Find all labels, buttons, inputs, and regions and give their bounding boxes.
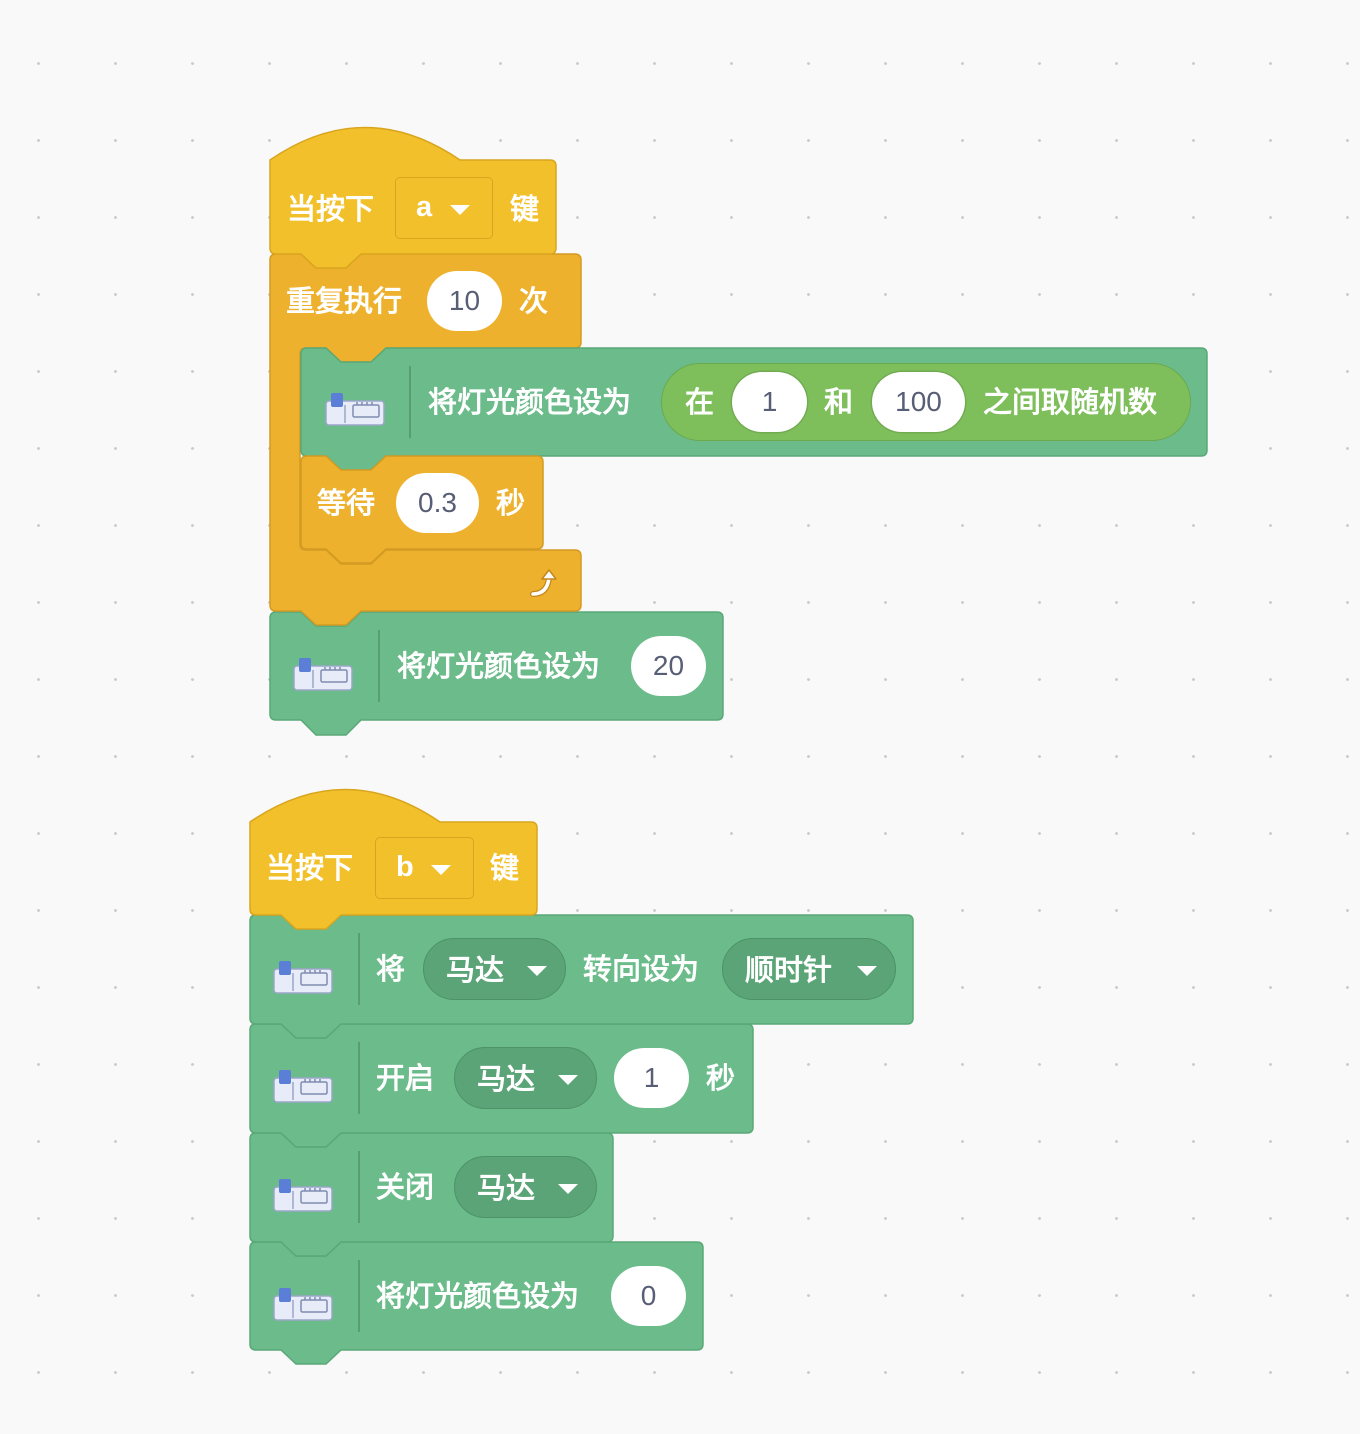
loop-arrow-icon <box>530 569 557 597</box>
random-operator[interactable]: 在 1 和 100 之间取随机数 <box>661 363 1191 441</box>
set-direction-label: 将 <box>376 952 406 986</box>
pin-board-icon <box>273 1288 333 1321</box>
pin-board-icon <box>273 961 333 994</box>
random-to-input[interactable]: 100 <box>872 372 965 432</box>
set-light-label: 将灯光颜色设为 <box>428 385 632 419</box>
random-op-prefix: 在 <box>685 385 715 419</box>
block-separator <box>358 1151 360 1223</box>
wait-unit-label: 秒 <box>496 486 526 520</box>
light-color-input[interactable]: 20 <box>631 636 706 696</box>
block-separator <box>358 1042 360 1114</box>
direction-value: 顺时针 <box>745 953 833 987</box>
dropdown-caret-icon <box>558 1075 578 1085</box>
motor-dropdown[interactable]: 马达 <box>454 1156 597 1218</box>
pin-board-icon <box>273 1070 333 1103</box>
hat-suffix-label: 键 <box>490 851 520 885</box>
dropdown-caret-icon <box>431 865 451 875</box>
repeat-times-input[interactable]: 10 <box>427 271 502 331</box>
block-separator <box>378 630 380 702</box>
wait-seconds-input[interactable]: 0.3 <box>396 473 479 533</box>
key-value: b <box>396 851 414 883</box>
wait-label: 等待 <box>317 486 376 520</box>
motor-value: 马达 <box>477 1062 536 1096</box>
hat-suffix-label: 键 <box>510 192 540 226</box>
random-from-input[interactable]: 1 <box>732 372 807 432</box>
motor-on-unit-label: 秒 <box>706 1061 736 1095</box>
random-op-and: 和 <box>824 385 854 419</box>
direction-dropdown[interactable]: 顺时针 <box>722 938 896 1000</box>
key-value: a <box>416 191 433 223</box>
set-light-block-1b-shape <box>269 611 724 736</box>
random-op-suffix: 之间取随机数 <box>983 385 1158 419</box>
hat-prefix-label: 当按下 <box>266 851 354 885</box>
motor-on-label: 开启 <box>376 1061 435 1095</box>
pin-board-icon <box>325 393 385 426</box>
motor-seconds-input[interactable]: 1 <box>614 1048 689 1108</box>
dropdown-caret-icon <box>857 966 877 976</box>
block-separator <box>358 1260 360 1332</box>
direction-middle-label: 转向设为 <box>583 952 700 986</box>
dropdown-caret-icon <box>558 1184 578 1194</box>
dropdown-caret-icon <box>450 205 470 215</box>
repeat-label: 重复执行 <box>286 284 403 318</box>
light-color-input[interactable]: 0 <box>611 1266 686 1326</box>
pin-board-icon <box>273 1179 333 1212</box>
block-separator <box>358 933 360 1005</box>
set-light-label: 将灯光颜色设为 <box>376 1279 580 1313</box>
motor-off-label: 关闭 <box>376 1170 435 1204</box>
motor-value: 马达 <box>446 953 505 987</box>
dropdown-caret-icon <box>527 966 547 976</box>
hat-prefix-label: 当按下 <box>287 192 375 226</box>
block-separator <box>409 366 411 438</box>
motor-value: 马达 <box>477 1171 536 1205</box>
set-light-label: 将灯光颜色设为 <box>397 649 601 683</box>
repeat-unit-label: 次 <box>519 284 549 318</box>
repeat-block-shape <box>269 253 582 626</box>
key-dropdown[interactable]: a <box>395 177 493 239</box>
key-dropdown[interactable]: b <box>375 837 474 899</box>
motor-dropdown[interactable]: 马达 <box>423 938 566 1000</box>
pin-board-icon <box>293 658 353 691</box>
motor-dropdown[interactable]: 马达 <box>454 1047 597 1109</box>
